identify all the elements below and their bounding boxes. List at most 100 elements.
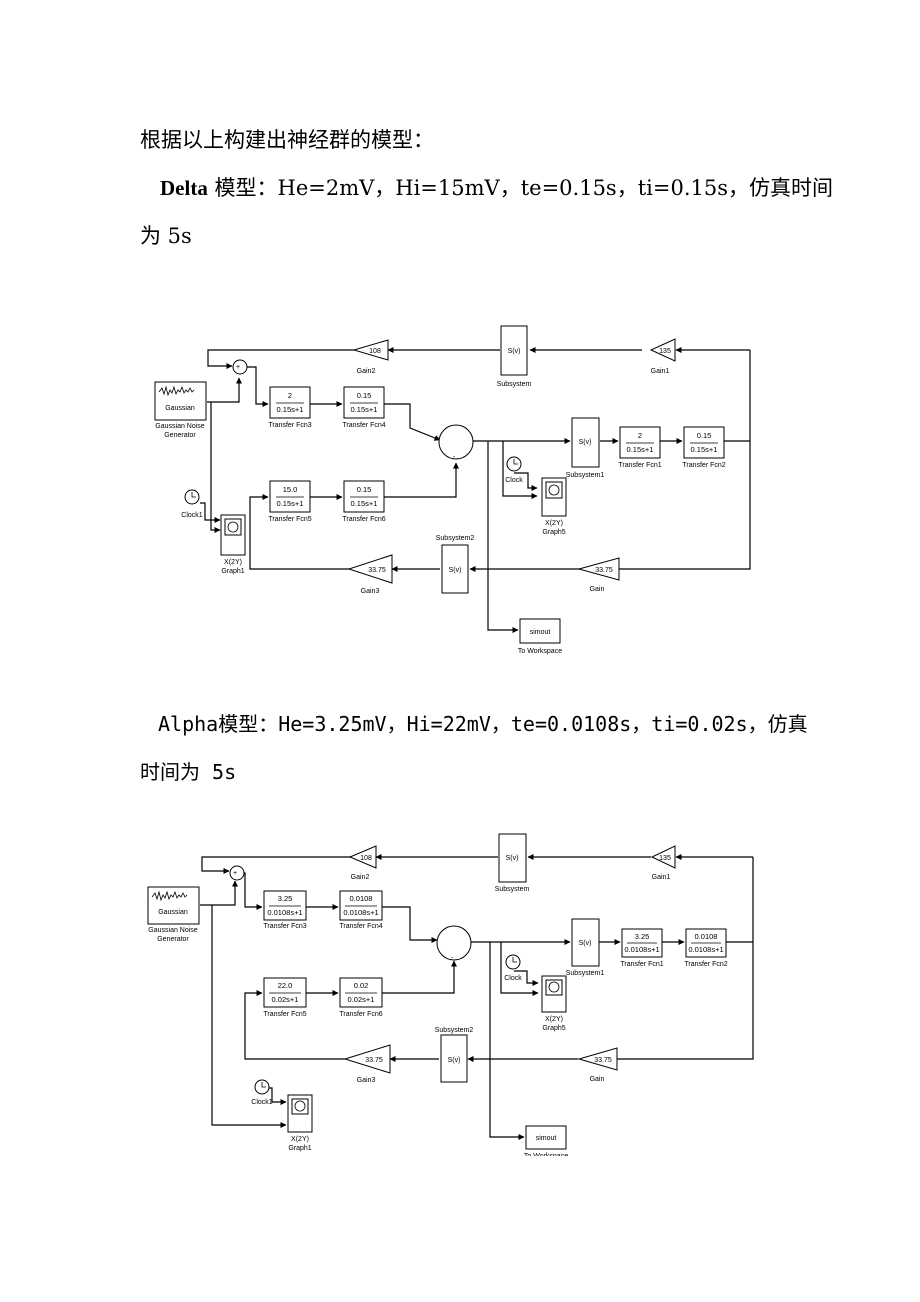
alpha-graph5-sub-label: X(2Y) (545, 1016, 563, 1023)
gain3-block[interactable]: 33.75 (347, 554, 393, 584)
alpha-tf6-label: Transfer Fcn6 (339, 1011, 382, 1018)
transfer-fcn2-block[interactable]: 0.15 0.15s+1 (683, 426, 725, 459)
alpha-tf5-label: Transfer Fcn5 (263, 1011, 306, 1018)
alpha-gain2-value: 108 (360, 855, 372, 862)
subsystem-inner: S(v) (508, 348, 521, 355)
alpha-subsystem1-block[interactable]: S(v) (571, 918, 600, 967)
tf3-numerator: 2 (288, 391, 292, 400)
alpha-simulink-diagram: Gaussian Gaussian Noise Generator + 3.25… (147, 833, 754, 1160)
delta-simulink-diagram: Gaussian Gaussian Noise Generator + Cloc… (154, 325, 751, 655)
alpha-graph5-label: Graph5 (542, 1025, 565, 1032)
graph1-label: Graph1 (221, 568, 244, 575)
alpha-transfer-fcn5-block[interactable]: 22.0 0.02s+1 (263, 977, 307, 1008)
alpha-clock-block[interactable] (505, 954, 521, 970)
alpha-transfer-fcn6-block[interactable]: 0.02 0.02s+1 (339, 977, 383, 1008)
transfer-fcn4-block[interactable]: 0.15 0.15s+1 (343, 386, 385, 419)
alpha-transfer-fcn2-block[interactable]: 0.0108 0.0108s+1 (685, 928, 727, 958)
alpha-tf6-numerator: 0.02 (354, 981, 369, 990)
tf5-label: Transfer Fcn5 (268, 516, 311, 523)
gain2-value: 108 (369, 348, 381, 355)
alpha-wire-tf6-sum2 (382, 960, 457, 994)
subsystem-block[interactable]: S(v) (500, 325, 528, 376)
alpha-gaussian-noise-block[interactable]: Gaussian (147, 886, 200, 925)
tf3-label: Transfer Fcn3 (268, 422, 311, 429)
alpha-graph1-block[interactable] (287, 1094, 313, 1133)
alpha-transfer-fcn1-block[interactable]: 3.25 0.0108s+1 (621, 928, 663, 958)
alpha-heading: Alpha模型：He=3.25mV，Hi=22mV，te=0.0108s，ti=… (158, 708, 808, 737)
alpha-gain2-block[interactable]: 108 (348, 845, 377, 869)
alpha-tf3-denominator: 0.0108s+1 (267, 908, 302, 917)
alpha-gain1-label: Gain1 (652, 874, 671, 881)
alpha-tf3-label: Transfer Fcn3 (263, 923, 306, 930)
alpha-graph5-block[interactable] (541, 975, 567, 1013)
wire-sum-tf3 (247, 366, 269, 407)
graph5-scope-icon (548, 484, 560, 496)
tf5-denominator: 0.15s+1 (277, 499, 304, 508)
alpha-subsystem2-label: Subsystem2 (435, 1027, 474, 1034)
gain1-value: 135 (659, 348, 671, 355)
tf4-label: Transfer Fcn4 (342, 422, 385, 429)
alpha-clock1-block[interactable] (254, 1079, 270, 1095)
gain-block[interactable]: 33.75 (577, 557, 620, 581)
gain1-block[interactable]: 135 (649, 338, 676, 362)
graph5-block[interactable] (541, 477, 567, 517)
tf5-numerator: 15.0 (283, 485, 298, 494)
transfer-fcn6-block[interactable]: 0.15 0.15s+1 (343, 480, 385, 513)
graph5-label: Graph5 (542, 529, 565, 536)
graph1-block[interactable] (220, 514, 246, 556)
alpha-gain1-value: 135 (659, 855, 671, 862)
sum-block-2[interactable]: - (438, 424, 474, 461)
clock1-block[interactable] (184, 489, 200, 505)
subsystem2-block[interactable]: S(v) (441, 544, 469, 594)
alpha-subsystem-block[interactable]: S(v) (498, 833, 527, 883)
gain3-label: Gain3 (361, 588, 380, 595)
alpha-gain3-block[interactable]: 33.75 (343, 1044, 391, 1074)
transfer-fcn5-block[interactable]: 15.0 0.15s+1 (269, 480, 311, 513)
alpha-transfer-fcn3-block[interactable]: 3.25 0.0108s+1 (263, 890, 307, 921)
alpha-tf2-numerator: 0.0108 (695, 932, 718, 941)
gaussian-noise-block[interactable]: Gaussian (154, 381, 207, 421)
tf6-label: Transfer Fcn6 (342, 516, 385, 523)
alpha-sum-block-2[interactable]: - (436, 925, 472, 962)
alpha-wire-noise-graph1 (211, 905, 287, 1128)
wire-gain3-tf5 (249, 494, 350, 570)
wire-to-graph5 (502, 441, 538, 499)
graph1-sub-label: X(2Y) (224, 559, 242, 566)
alpha-gain-block[interactable]: 33.75 (577, 1047, 618, 1071)
gain2-block[interactable]: 108 (352, 339, 389, 361)
alpha-subsystem-label: Subsystem (495, 886, 530, 893)
noise-label-1: Gaussian Noise (155, 423, 205, 430)
gain1-label: Gain1 (651, 368, 670, 375)
alpha-subsystem2-block[interactable]: S(v) (440, 1034, 468, 1083)
gain3-value: 33.75 (368, 567, 386, 574)
alpha-transfer-fcn4-block[interactable]: 0.0108 0.0108s+1 (339, 890, 383, 921)
sum-block-1[interactable]: + (232, 359, 248, 375)
alpha-wire-sum-tf3 (244, 872, 263, 910)
alpha-wire-clock-graph5 (514, 970, 539, 986)
wire-right-vertical (619, 350, 751, 570)
to-workspace-block[interactable]: simout (519, 618, 561, 644)
alpha-tf2-denominator: 0.0108s+1 (688, 945, 723, 954)
gain-label: Gain (590, 586, 605, 593)
alpha-params: 模型：He=3.25mV，Hi=22mV，te=0.0108s，ti=0.02s… (218, 712, 808, 736)
alpha-noise-waveform-icon (151, 890, 188, 902)
clock-icon (513, 459, 518, 465)
clock-label: Clock (505, 477, 523, 484)
alpha-tf5-numerator: 22.0 (278, 981, 293, 990)
clock1-label: Clock1 (181, 512, 203, 519)
alpha-gain1-block[interactable]: 135 (650, 845, 676, 869)
subsystem2-inner: S(v) (449, 567, 462, 574)
transfer-fcn1-block[interactable]: 2 0.15s+1 (619, 426, 661, 459)
subsystem1-block[interactable]: S(v) (571, 417, 600, 468)
alpha-to-workspace-block[interactable]: simout (525, 1125, 567, 1150)
alpha-wire-tf4-sum2 (382, 906, 438, 943)
clock1-icon (191, 492, 196, 498)
delta-heading: Delta 模型：He=2mV，Hi=15mV，te=0.15s，ti=0.15… (160, 172, 833, 202)
delta-params: 模型：He=2mV，Hi=15mV，te=0.15s，ti=0.15s，仿真时间 (207, 176, 834, 200)
alpha-wire-to-workspace (489, 942, 525, 1140)
clock-block[interactable] (506, 456, 522, 472)
alpha-wire-gain2-sum (201, 856, 352, 874)
wire-to-workspace (487, 441, 519, 633)
alpha-sum-block-1[interactable]: + (229, 865, 245, 881)
transfer-fcn3-block[interactable]: 2 0.15s+1 (269, 386, 311, 419)
